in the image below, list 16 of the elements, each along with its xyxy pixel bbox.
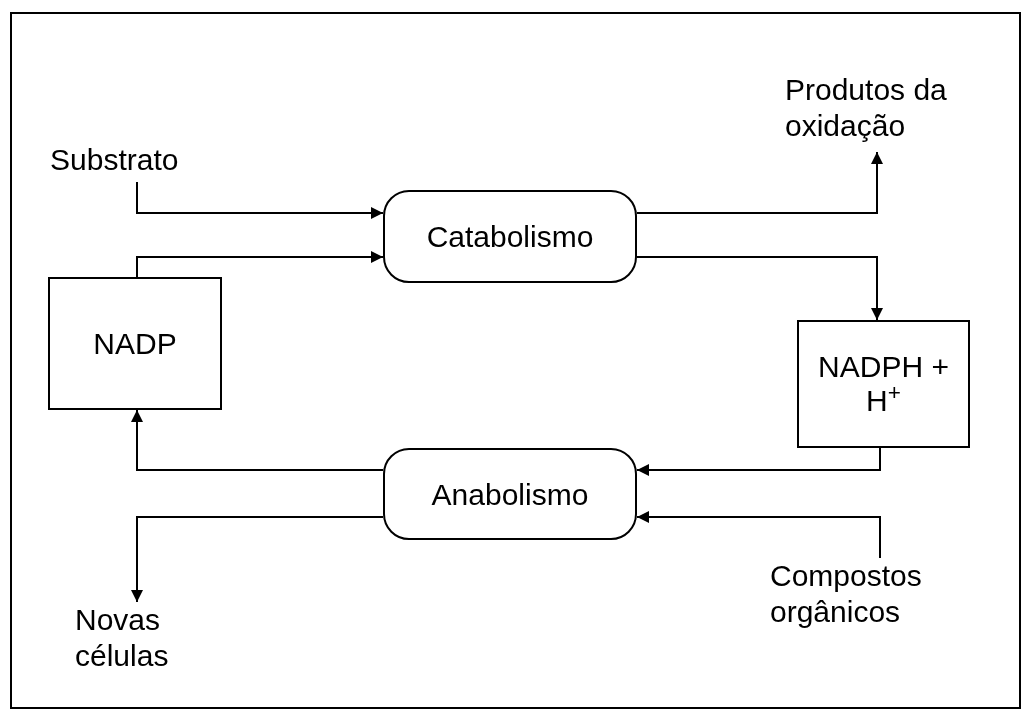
- arrow: [636, 151, 883, 214]
- arrow: [136, 181, 384, 219]
- compound-box: NADPH + H$^{+}$: [797, 320, 970, 448]
- node-label: Produtos da oxidação: [785, 72, 995, 152]
- arrow: [131, 516, 384, 603]
- arrow: [131, 409, 384, 471]
- arrow: [136, 251, 384, 278]
- arrow: [636, 447, 881, 476]
- node-label: Substrato: [50, 142, 220, 182]
- node-label: Compostos orgânicos: [770, 558, 990, 643]
- process-box: Catabolismo: [383, 190, 637, 283]
- node-label: Novas células: [75, 602, 225, 682]
- compound-box: NADP: [48, 277, 222, 410]
- arrow: [636, 256, 883, 321]
- process-box: Anabolismo: [383, 448, 637, 540]
- arrow: [636, 511, 881, 559]
